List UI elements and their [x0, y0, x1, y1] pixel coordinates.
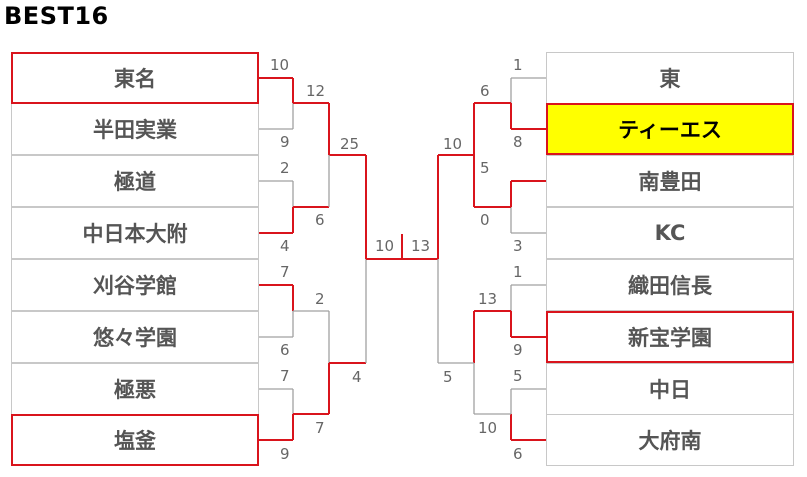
score-r1-6: 9	[513, 341, 523, 359]
score-r1-3: 0	[480, 211, 490, 229]
team-left-1[interactable]: 東名	[11, 52, 259, 104]
score-final-right: 13	[411, 237, 431, 255]
team-left-3[interactable]: 極道	[11, 155, 259, 207]
score-l1-2: 9	[280, 133, 290, 151]
page-title: BEST16	[4, 2, 109, 30]
team-right-8[interactable]: 大府南	[546, 414, 794, 466]
team-left-6[interactable]: 悠々学園	[11, 311, 259, 363]
team-left-5[interactable]: 刈谷学館	[11, 259, 259, 311]
score-l2-1: 12	[306, 82, 326, 100]
score-r2-1: 6	[480, 82, 490, 100]
team-right-1[interactable]: 東	[546, 52, 794, 104]
score-r2-2: 5	[480, 159, 490, 177]
score-final-left: 10	[375, 237, 395, 255]
score-l2-3: 2	[315, 290, 325, 308]
score-l1-4: 4	[280, 237, 290, 255]
team-right-4[interactable]: KC	[546, 207, 794, 259]
score-l3-1: 25	[340, 135, 360, 153]
score-r1-8: 6	[513, 445, 523, 463]
team-right-6[interactable]: 新宝学園	[546, 311, 794, 363]
score-l1-3: 2	[280, 159, 290, 177]
team-right-3[interactable]: 南豊田	[546, 155, 794, 207]
team-right-2[interactable]: ティーエス	[546, 103, 794, 155]
score-l3-2: 4	[352, 368, 362, 386]
score-r1-5: 1	[513, 263, 523, 281]
score-l1-7: 7	[280, 367, 290, 385]
score-r1-2: 8	[513, 133, 523, 151]
team-right-5[interactable]: 織田信長	[546, 259, 794, 311]
score-l2-4: 7	[315, 419, 325, 437]
score-r1-1: 1	[513, 56, 523, 74]
score-r1-7: 5	[513, 367, 523, 385]
team-left-2[interactable]: 半田実業	[11, 103, 259, 155]
score-l2-2: 6	[315, 211, 325, 229]
score-r3-2: 5	[443, 368, 453, 386]
score-r2-3: 13	[478, 290, 498, 308]
team-right-7[interactable]: 中日	[546, 363, 794, 415]
score-l1-5: 7	[280, 263, 290, 281]
team-left-7[interactable]: 極悪	[11, 363, 259, 415]
score-l1-8: 9	[280, 445, 290, 463]
score-l1-1: 10	[270, 56, 290, 74]
score-r1-4: 3	[513, 237, 523, 255]
score-r3-1: 10	[443, 135, 463, 153]
score-r2-4: 10	[478, 419, 498, 437]
team-left-8[interactable]: 塩釜	[11, 414, 259, 466]
team-left-4[interactable]: 中日本大附	[11, 207, 259, 259]
score-l1-6: 6	[280, 341, 290, 359]
